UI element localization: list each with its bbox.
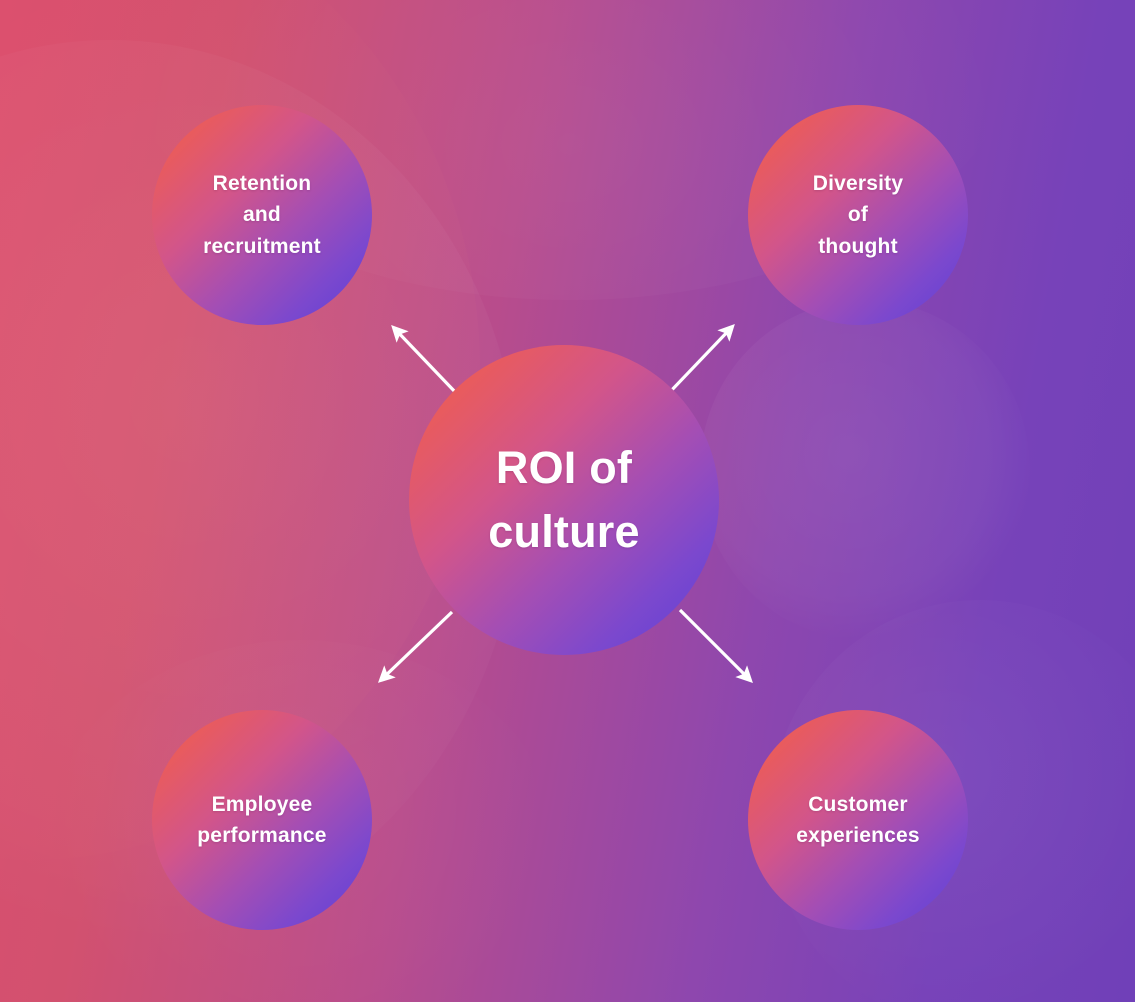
arrow-to-customer: [678, 608, 753, 683]
node-diversity-of-thought[interactable]: Diversity of thought: [748, 105, 968, 325]
node-customer-experiences[interactable]: Customer experiences: [748, 710, 968, 930]
node-label-diversity-of-thought: Diversity of thought: [812, 172, 904, 258]
node-employee-performance[interactable]: Employee performance: [152, 710, 372, 930]
center-node-roi-of-culture[interactable]: ROI of culture: [409, 345, 719, 655]
arrow-to-diversity: [666, 323, 735, 396]
center-node-label: ROI of culture: [488, 442, 640, 557]
arrow-to-employee: [377, 610, 454, 683]
node-retention-and-recruitment[interactable]: Retention and recruitment: [152, 105, 372, 325]
node-label-employee-performance: Employee performance: [197, 792, 327, 847]
arrow-to-retention: [391, 324, 460, 397]
node-label-retention-and-recruitment: Retention and recruitment: [203, 172, 321, 258]
node-label-customer-experiences: Customer experiences: [796, 792, 920, 847]
